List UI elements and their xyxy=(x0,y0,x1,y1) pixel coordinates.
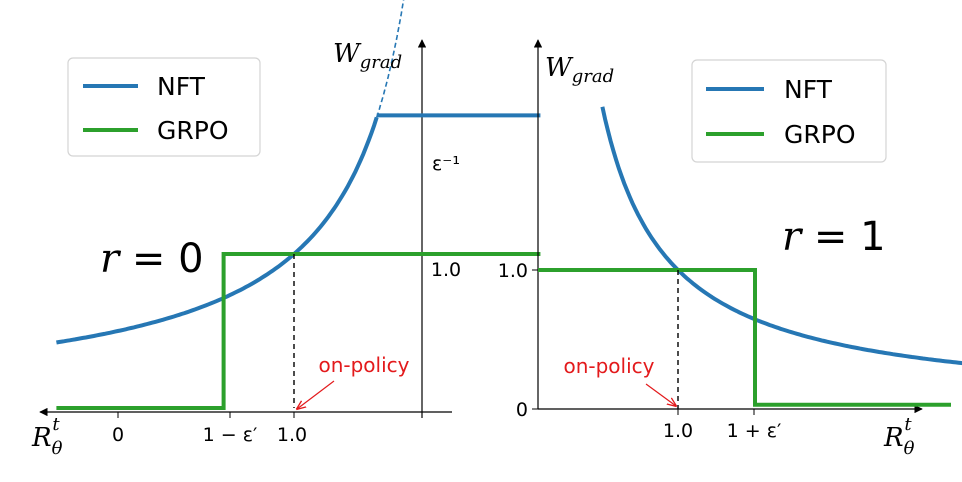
left-legend-label-nft: NFT xyxy=(157,72,206,101)
right-x-axis-label: Rθt xyxy=(883,414,915,459)
left-nft-curve xyxy=(56,116,379,345)
left-grpo-step xyxy=(56,252,541,410)
left-legend-label-grpo: GRPO xyxy=(157,116,229,145)
right-onpolicy-arrow xyxy=(645,383,676,406)
right-chart-panel: 1.0 1 + ε′ 1.0 0 Wgrad Rθt r = 1 on-poli… xyxy=(498,39,962,459)
right-nft-curve xyxy=(600,106,962,366)
right-onpolicy-annotation: on-policy xyxy=(563,354,654,378)
left-chart-panel: 0 1 − ε′ 1.0 ε⁻¹ 1.0 Wgrad Rθt r = 0 on-… xyxy=(31,0,541,459)
right-y-tick-label-1: 1.0 xyxy=(498,260,528,282)
left-onpolicy-arrow xyxy=(297,380,335,409)
right-y-tick-label-0: 0 xyxy=(516,399,528,421)
left-y-tick-label-1: 1.0 xyxy=(431,259,461,281)
left-x-axis-label: Rθt xyxy=(31,414,63,459)
right-legend: NFT GRPO xyxy=(691,59,887,163)
left-x-tick-label-0: 0 xyxy=(112,424,124,446)
left-legend: NFT GRPO xyxy=(67,57,261,157)
right-legend-label-grpo: GRPO xyxy=(784,120,856,149)
right-legend-label-nft: NFT xyxy=(784,75,833,104)
left-x-tick-label-1: 1.0 xyxy=(277,424,307,446)
left-y-tick-label-eps-inv: ε⁻¹ xyxy=(432,153,460,175)
right-x-tick-label-1: 1.0 xyxy=(663,420,693,442)
left-regime-label: r = 0 xyxy=(100,236,204,282)
right-y-axis-label: Wgrad xyxy=(545,53,614,87)
left-nft-dashed-extension xyxy=(375,0,405,118)
left-y-axis-label: Wgrad xyxy=(333,39,402,73)
right-regime-label: r = 1 xyxy=(782,214,886,260)
right-grpo-step xyxy=(538,268,951,407)
left-onpolicy-annotation: on-policy xyxy=(318,353,409,377)
right-x-tick-label-1-eps: 1 + ε′ xyxy=(727,420,782,442)
left-x-tick-label-1-eps: 1 − ε′ xyxy=(203,424,258,446)
right-legend-box xyxy=(691,59,887,163)
